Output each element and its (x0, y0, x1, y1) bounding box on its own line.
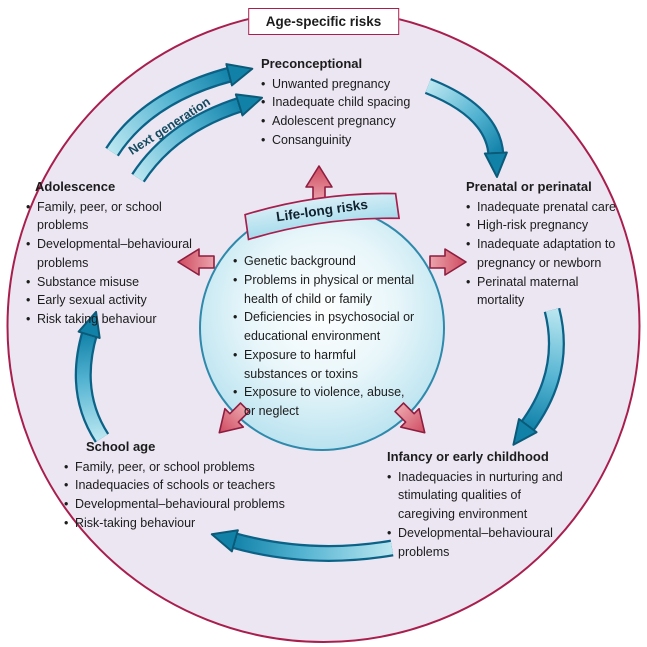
arrow-next-generation-outer (105, 63, 254, 157)
arrow-preconceptional-to-prenatal (424, 78, 508, 178)
stage-items: •Family, peer, or school problems •Inade… (64, 458, 309, 533)
bullet: • (466, 237, 471, 251)
bullet: • (387, 525, 392, 540)
stage-title: Preconceptional (261, 56, 363, 71)
bullet: • (26, 293, 31, 308)
list-item: •Perinatal maternal mortality (466, 273, 626, 311)
arrow-next-generation-inner (131, 93, 264, 183)
stage-items: •Inadequacies in nurturing and stimulati… (387, 468, 579, 562)
bullet: • (64, 515, 69, 530)
bullet: • (26, 199, 31, 214)
center-items: •Genetic background •Problems in physica… (233, 252, 419, 421)
stage-title: Adolescence (35, 179, 116, 194)
bullet: • (261, 114, 266, 128)
stage-infancy-early-childhood: Infancy or early childhood •Inadequacies… (387, 447, 579, 561)
bullet: • (233, 272, 238, 287)
list-item: •Inadequacies of schools or teachers (64, 476, 309, 495)
ribbon-banner (244, 192, 401, 241)
bullet: • (64, 459, 69, 474)
list-item: •Inadequate child spacing (261, 93, 461, 112)
list-item: •Consanguinity (261, 131, 461, 150)
stage-items: •Inadequate prenatal care •High-risk pre… (466, 198, 626, 311)
center-risk-list: •Genetic background •Problems in physica… (233, 252, 419, 421)
bullet: • (466, 218, 471, 233)
list-item: •Problems in physical or mental health o… (233, 271, 419, 309)
bullet: • (261, 132, 266, 147)
bullet: • (64, 497, 69, 511)
bullet: • (26, 312, 31, 326)
arrow-infancy-to-schoolage (210, 529, 394, 562)
stage-items: •Family, peer, or school problems •Devel… (26, 198, 196, 329)
list-item: •Early sexual activity (26, 291, 196, 310)
bullet: • (26, 237, 31, 251)
page-title: Age-specific risks (265, 14, 382, 29)
bullet: • (466, 199, 471, 214)
bullet: • (261, 76, 266, 91)
bullet: • (233, 254, 238, 268)
list-item: •Developmental–behavioural problems (26, 235, 196, 273)
stage-title: Prenatal or perinatal (466, 179, 592, 194)
stage-title: School age (86, 439, 156, 454)
list-item: •Exposure to harmful substances or toxin… (233, 346, 419, 384)
list-item: •High-risk pregnancy (466, 216, 626, 235)
list-item: •Adolescent pregnancy (261, 112, 461, 131)
arrow-schoolage-to-adolescence (74, 310, 110, 443)
list-item: •Developmental–behavioural problems (64, 495, 309, 514)
bullet: • (233, 310, 238, 325)
list-item: •Substance misuse (26, 273, 196, 292)
list-item: •Unwanted pregnancy (261, 75, 461, 94)
bullet: • (466, 274, 471, 289)
list-item: •Developmental–behavioural problems (387, 524, 579, 562)
list-item: •Family, peer, or school problems (64, 458, 309, 477)
list-item: •Genetic background (233, 252, 419, 271)
stage-title: Infancy or early childhood (387, 449, 549, 464)
stage-school-age: School age •Family, peer, or school prob… (64, 437, 309, 533)
bullet: • (387, 469, 392, 484)
list-item: •Risk taking behaviour (26, 310, 196, 329)
list-item: •Risk-taking behaviour (64, 514, 309, 533)
list-item: •Inadequate prenatal care (466, 198, 626, 217)
stage-adolescence: Adolescence •Family, peer, or school pro… (26, 177, 196, 329)
bullet: • (64, 478, 69, 493)
bullet: • (26, 274, 31, 289)
bullet: • (261, 95, 266, 110)
bullet: • (233, 347, 238, 362)
stage-preconceptional: Preconceptional •Unwanted pregnancy •Ina… (261, 54, 461, 150)
title-box: Age-specific risks (247, 8, 400, 35)
arrow-prenatal-to-infancy (512, 307, 565, 446)
list-item: •Exposure to violence, abuse, or neglect (233, 383, 419, 421)
list-item: •Family, peer, or school problems (26, 198, 196, 236)
stage-items: •Unwanted pregnancy •Inadequate child sp… (261, 75, 461, 150)
bullet: • (233, 385, 238, 400)
list-item: •Inadequacies in nurturing and stimulati… (387, 468, 579, 524)
list-item: •Deficiencies in psychosocial or educati… (233, 308, 419, 346)
cycle-arrows (74, 63, 565, 562)
list-item: •Inadequate adaptation to pregnancy or n… (466, 235, 626, 273)
stage-prenatal-perinatal: Prenatal or perinatal •Inadequate prenat… (466, 177, 626, 310)
